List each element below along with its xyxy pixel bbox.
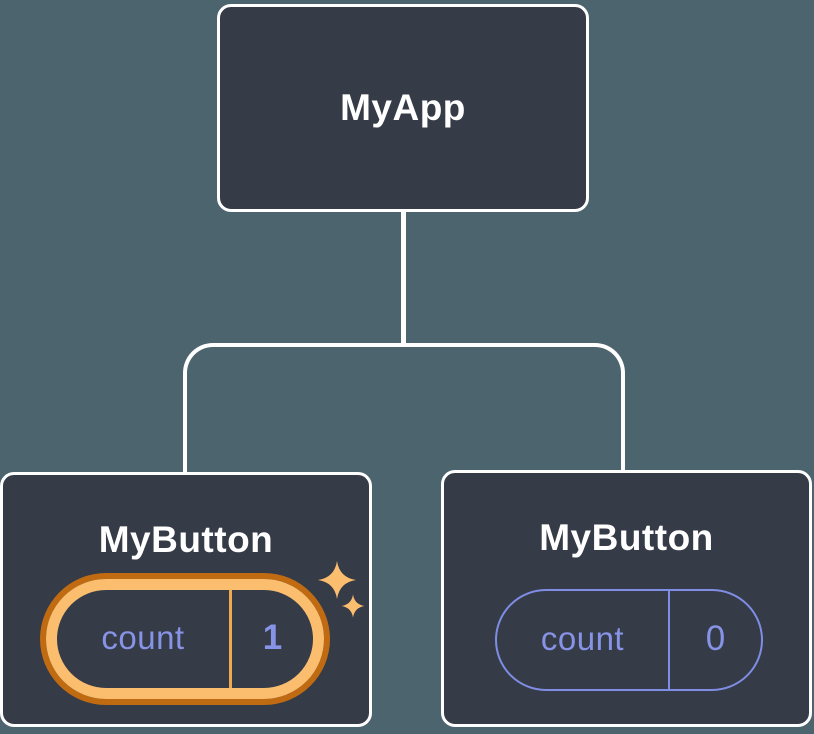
state-pill-plain: count 0 bbox=[495, 589, 763, 691]
root-node-label: MyApp bbox=[340, 87, 466, 128]
state-value: 1 bbox=[262, 617, 283, 657]
state-name-label: count bbox=[540, 619, 625, 657]
sparkle-small bbox=[341, 594, 365, 618]
component-node-root: MyApp bbox=[217, 4, 589, 212]
state-value: 0 bbox=[705, 618, 726, 658]
state-name-label: count bbox=[101, 618, 185, 656]
right-node-label: MyButton bbox=[539, 517, 714, 558]
state-pill-highlighted: count 1 bbox=[46, 579, 324, 699]
connector-root-stem bbox=[401, 208, 406, 347]
component-node-mybutton-left: MyButton count 1 bbox=[0, 472, 372, 727]
left-node-label: MyButton bbox=[98, 519, 274, 560]
sparkle-large bbox=[318, 561, 356, 599]
component-node-mybutton-right: MyButton count 0 bbox=[441, 470, 812, 727]
pill-divider bbox=[668, 591, 670, 689]
pill-divider bbox=[229, 590, 232, 688]
connector-branch-bracket bbox=[183, 343, 625, 474]
sparkles-icon bbox=[318, 561, 365, 618]
